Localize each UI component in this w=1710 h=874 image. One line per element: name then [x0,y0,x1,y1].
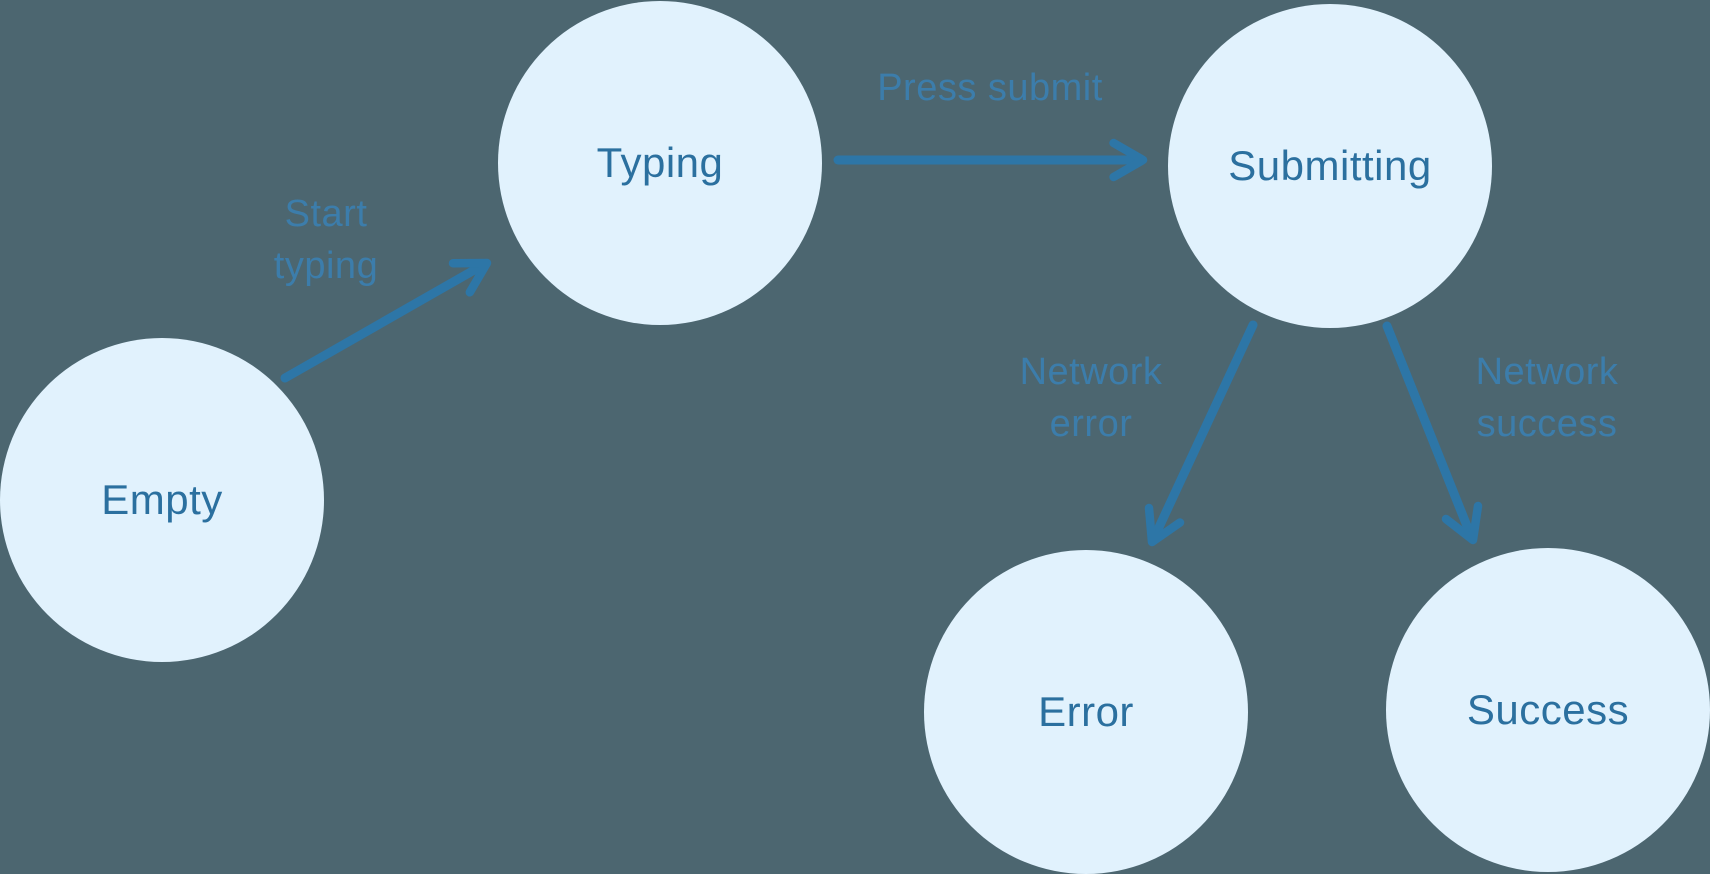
edge-label-line: Network [1019,351,1163,393]
state-node-label: Submitting [1228,142,1432,189]
edge-empty-typing[interactable] [280,258,492,383]
state-node-error[interactable]: Error [924,550,1248,874]
state-node-label: Error [1038,688,1134,735]
edge-label-start-typing: Start typing [274,188,378,292]
arrowhead-icon [1441,501,1483,545]
edge-label-press-submit: Press submit [877,62,1103,114]
edge-label-line: error [1049,403,1133,445]
edge-label-network-success: Network success [1476,346,1619,450]
arrowhead-icon [1109,138,1148,182]
edge-label-line: Start [284,193,368,235]
state-node-label: Empty [101,476,223,523]
edge-label-line: Network [1475,351,1619,393]
state-node-empty[interactable]: Empty [0,338,324,662]
edge-label-network-error: Network error [1020,346,1163,450]
edge-typing-submitting[interactable] [833,138,1148,182]
edge-submitting-error[interactable] [1144,320,1258,547]
arrowhead-icon [448,258,492,297]
state-node-submitting[interactable]: Submitting [1168,4,1492,328]
state-node-label: Success [1466,686,1630,733]
state-node-success[interactable]: Success [1386,548,1710,872]
state-node-typing[interactable]: Typing [498,1,822,325]
edge-submitting-success[interactable] [1382,321,1483,545]
arrowhead-icon [1144,503,1185,547]
edge-label-line: Press submit [877,67,1103,109]
edge-label-line: success [1476,403,1618,445]
state-node-label: Typing [596,139,724,186]
edge-label-line: typing [273,245,379,287]
